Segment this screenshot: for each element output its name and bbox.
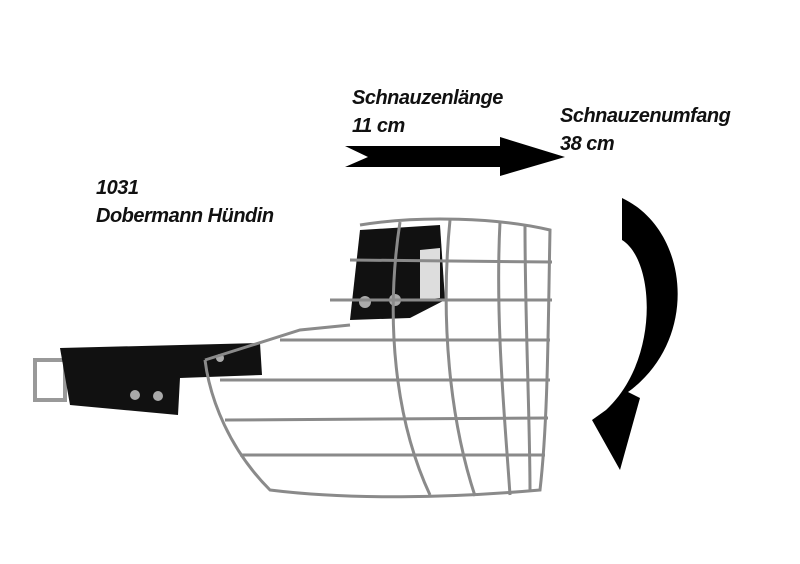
product-name: Dobermann Hündin bbox=[96, 205, 274, 227]
circumference-label: Schnauzenumfang bbox=[560, 105, 731, 127]
circumference-value: 38 cm bbox=[560, 133, 615, 155]
strap bbox=[33, 343, 262, 415]
length-arrow bbox=[345, 137, 565, 176]
circumference-arrow bbox=[592, 198, 678, 470]
length-label: Schnauzenlänge bbox=[352, 87, 503, 109]
product-number: 1031 bbox=[96, 177, 139, 199]
wire-cage bbox=[203, 217, 553, 499]
length-value: 11 cm bbox=[352, 115, 405, 137]
